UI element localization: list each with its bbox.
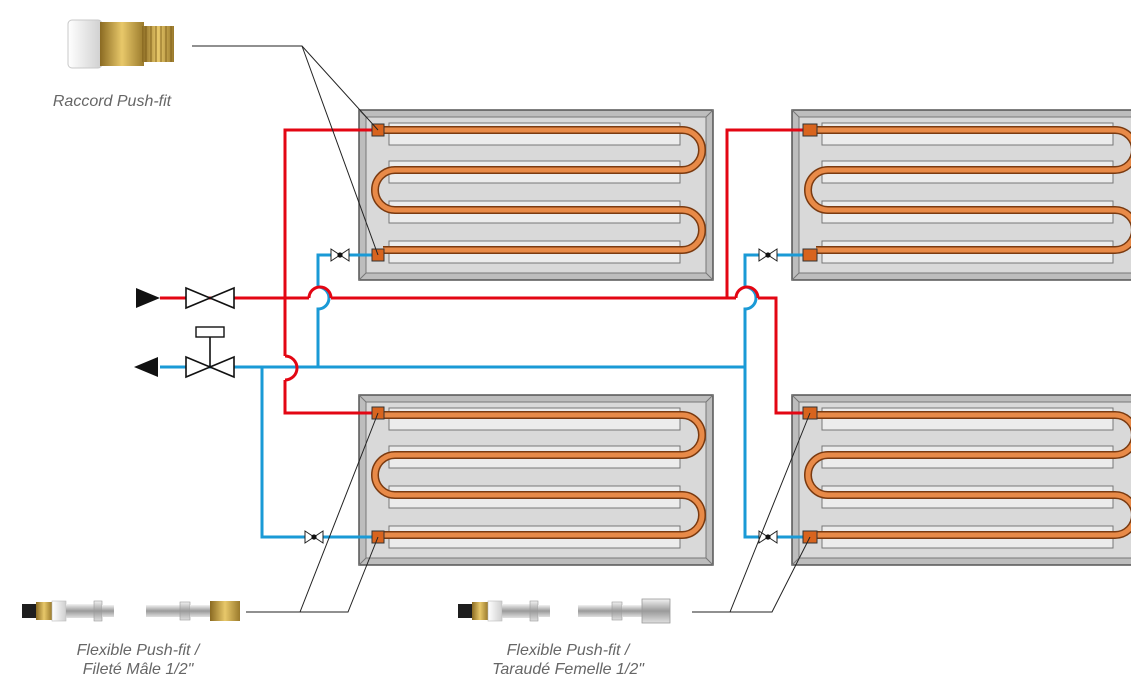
flexible-male-label: Flexible Push-fit / Fileté Mâle 1/2" [40, 641, 236, 679]
radiant-panel-bottom-left [359, 395, 713, 565]
radiant-panel-top-right [792, 110, 1131, 280]
balancing-valve-icon [758, 248, 778, 262]
flexible-female-label-line1: Flexible Push-fit / [506, 642, 630, 659]
balancing-valve-icon [330, 248, 350, 262]
supply-crossover [284, 354, 299, 382]
radiant-panel-bottom-right [792, 395, 1131, 565]
push-fit-fitting-icon [67, 19, 174, 69]
flexible-male-label-line2: Fileté Mâle 1/2" [82, 661, 194, 678]
flexible-hose-female-icon [457, 600, 551, 622]
actuator-icon [195, 326, 225, 367]
return-crossover-left [307, 285, 333, 299]
flexible-hose-female-icon [577, 598, 671, 624]
return-crossover-right [734, 285, 760, 299]
flexible-female-label-line2: Taraudé Femelle 1/2" [492, 661, 644, 678]
flexible-female-label: Flexible Push-fit / Taraudé Femelle 1/2" [452, 641, 684, 679]
leader-lines [192, 45, 811, 613]
flow-arrow-icon [136, 288, 160, 308]
push-fit-label: Raccord Push-fit [52, 93, 172, 110]
flexible-hose-male-icon [21, 600, 115, 622]
flow-arrow-icon [134, 357, 158, 377]
flexible-hose-male-icon [145, 601, 240, 621]
balancing-valve-icon [304, 530, 324, 544]
gate-valve-icon [185, 287, 235, 309]
flexible-male-label-line1: Flexible Push-fit / [76, 642, 200, 659]
radiant-panel-top-left [359, 110, 713, 280]
panel-connectors [371, 123, 818, 544]
